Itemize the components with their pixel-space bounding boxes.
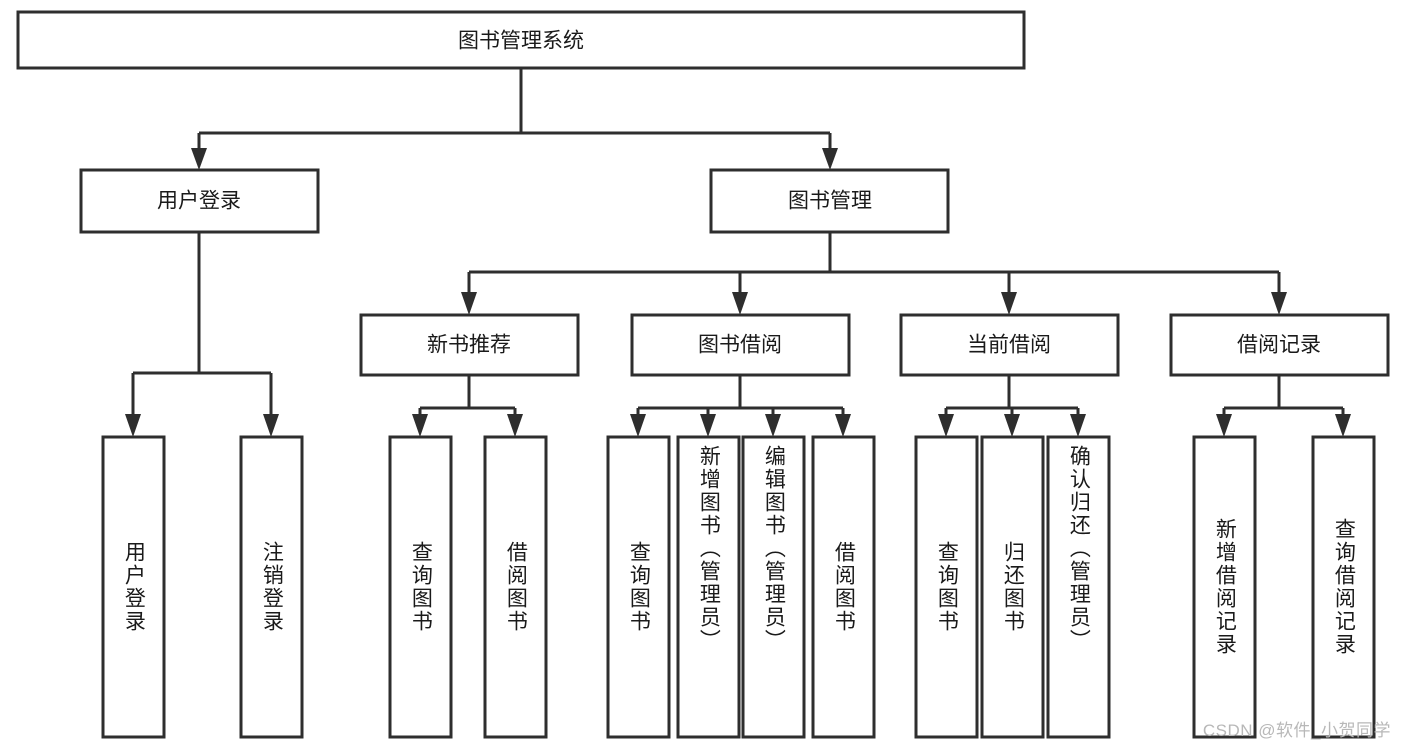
node-label-new-book-rec: 新书推荐	[427, 334, 511, 357]
connector-group	[125, 68, 1351, 437]
arrow-head-leaf-logout-login	[263, 414, 279, 437]
node-label-root: 图书管理系统	[458, 30, 584, 53]
arrow-head-leaf-add-record	[1216, 414, 1232, 437]
node-box-leaf-query-book-1[interactable]	[388, 435, 453, 739]
arrow-head-user-login	[191, 148, 207, 170]
node-box-leaf-query-book-3[interactable]	[914, 435, 979, 739]
arrow-head-leaf-borrow-book-1	[507, 414, 523, 437]
node-label-book-borrow: 图书借阅	[698, 334, 782, 357]
arrow-head-borrow-record	[1271, 292, 1287, 315]
node-box-leaf-add-record[interactable]	[1192, 435, 1257, 739]
node-box-book-manage[interactable]	[709, 168, 950, 234]
arrow-head-leaf-query-record	[1335, 414, 1351, 437]
node-label-current-borrow: 当前借阅	[967, 334, 1051, 357]
node-box-leaf-edit-book[interactable]	[741, 435, 806, 739]
node-box-book-borrow[interactable]	[630, 313, 851, 377]
arrow-head-current-borrow	[1001, 292, 1017, 315]
node-box-leaf-return-book[interactable]	[980, 435, 1045, 739]
arrow-head-leaf-user-login	[125, 414, 141, 437]
node-label-user-login: 用户登录	[157, 190, 241, 213]
arrow-head-leaf-query-book-2	[630, 414, 646, 437]
node-box-leaf-query-book-2[interactable]	[606, 435, 671, 739]
arrow-head-leaf-confirm-return	[1070, 414, 1086, 437]
node-label-book-manage: 图书管理	[788, 190, 872, 213]
node-group: 图书管理系统 用户登录 图书管理 新书推荐 图书借阅 当前借阅 借阅记录	[16, 10, 1390, 739]
node-box-user-login[interactable]	[79, 168, 320, 234]
arrow-head-leaf-add-book	[700, 414, 716, 437]
arrow-head-new-book-rec	[461, 292, 477, 315]
node-label-borrow-record: 借阅记录	[1237, 334, 1321, 357]
node-box-leaf-confirm-return[interactable]	[1046, 435, 1111, 739]
arrow-head-leaf-query-book-3	[938, 414, 954, 437]
arrow-head-leaf-query-book-1	[412, 414, 428, 437]
node-box-root[interactable]	[16, 10, 1026, 70]
arrow-head-leaf-return-book	[1004, 414, 1020, 437]
node-box-leaf-add-book[interactable]	[676, 435, 741, 739]
node-box-leaf-borrow-book-1[interactable]	[483, 435, 548, 739]
arrow-head-leaf-borrow-book-2	[835, 414, 851, 437]
arrow-head-book-borrow	[732, 292, 748, 315]
arrow-head-leaf-edit-book	[765, 414, 781, 437]
node-box-leaf-user-login[interactable]	[101, 435, 166, 739]
node-box-new-book-rec[interactable]	[359, 313, 580, 377]
arrow-head-book-manage	[822, 148, 838, 170]
node-box-leaf-logout-login[interactable]	[239, 435, 304, 739]
node-box-leaf-query-record[interactable]	[1311, 435, 1376, 739]
node-box-current-borrow[interactable]	[899, 313, 1120, 377]
node-box-borrow-record[interactable]	[1169, 313, 1390, 377]
node-box-leaf-borrow-book-2[interactable]	[811, 435, 876, 739]
